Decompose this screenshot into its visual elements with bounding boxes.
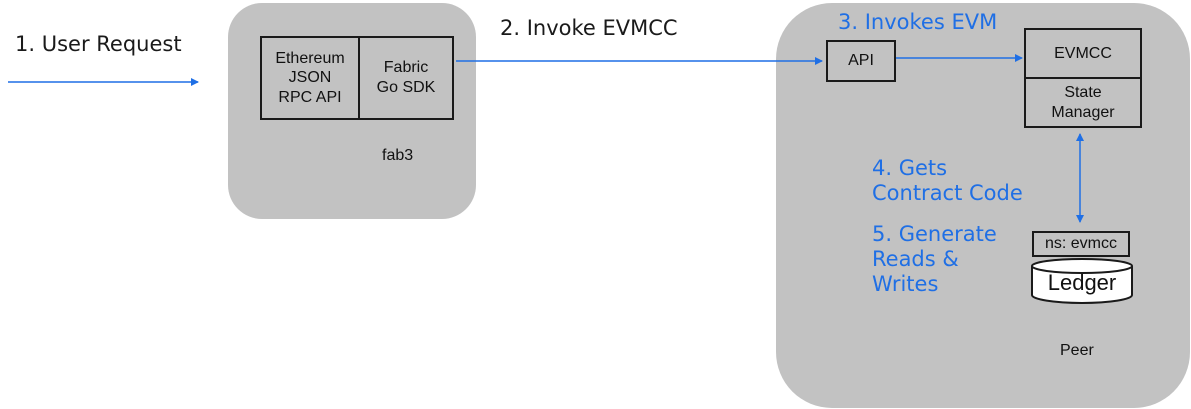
sdk-line-1: Fabric: [383, 59, 429, 77]
ledger-label: Ledger: [1047, 270, 1117, 295]
ethereum-line-2: JSON: [288, 69, 332, 87]
step-1-label: 1. User Request: [15, 32, 182, 56]
evmcc-stack: EVMCC State Manager: [1024, 28, 1142, 128]
fabric-go-sdk-box: Fabric Go SDK: [358, 36, 454, 120]
step-5-line-1: 5. Generate: [872, 222, 997, 246]
step-5-line-3: Writes: [872, 271, 939, 296]
step-4-label: 4. Gets Contract Code: [872, 156, 1023, 206]
api-box: API: [826, 40, 896, 82]
peer-panel: [776, 3, 1190, 408]
step-4-line-1: 4. Gets: [872, 156, 948, 180]
step-3-label: 3. Invokes EVM: [838, 10, 998, 34]
state-manager-box: State Manager: [1026, 79, 1140, 126]
state-line-1: State: [1064, 83, 1102, 101]
namespace-label: ns: evmcc: [1044, 235, 1117, 253]
peer-label: Peer: [1060, 342, 1094, 359]
step-2-label: 2. Invoke EVMCC: [500, 16, 678, 40]
fab3-label: fab3: [382, 147, 414, 164]
state-line-2: Manager: [1051, 103, 1115, 121]
ethereum-line-1: Ethereum: [275, 49, 345, 67]
fab3-panel: [228, 3, 476, 219]
step-5-line-2: Reads &: [872, 246, 959, 271]
sdk-line-2: Go SDK: [376, 79, 436, 96]
api-label: API: [848, 52, 874, 70]
evmcc-box: EVMCC: [1026, 30, 1140, 79]
step-5-label: 5. Generate Reads & Writes: [872, 222, 997, 296]
evmcc-label: EVMCC: [1054, 44, 1112, 62]
ledger-cylinder-icon: [1031, 258, 1133, 304]
namespace-box: ns: evmcc: [1032, 231, 1130, 257]
ethereum-line-3: RPC API: [278, 88, 342, 106]
step-4-line-2: Contract Code: [872, 180, 1023, 205]
